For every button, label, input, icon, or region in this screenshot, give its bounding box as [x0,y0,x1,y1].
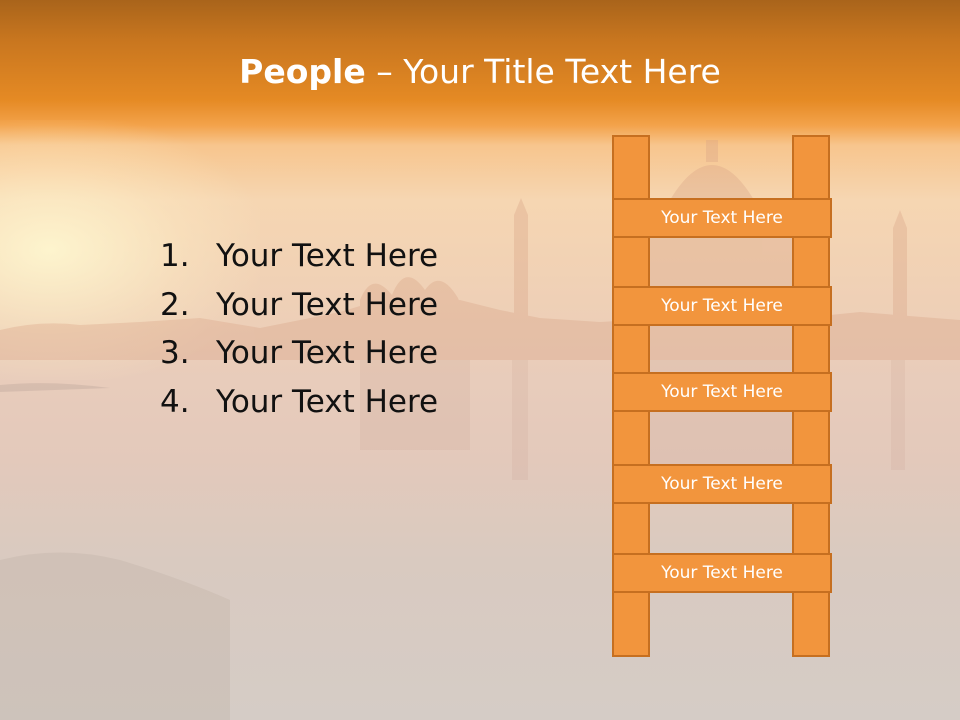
list-text: Your Text Here [216,383,439,420]
sun-glow [0,120,260,380]
list-text: Your Text Here [216,335,439,371]
ladder-step-4: Your Text Here [612,464,832,504]
list-text: Your Text Here [216,238,439,274]
ladder-step-5: Your Text Here [612,553,832,593]
slide-title: People – Your Title Text Here [0,52,960,91]
list-number: 2. [160,286,190,323]
ladder-step-2: Your Text Here [612,286,832,326]
list-item: 4. Your Text Here [160,378,438,427]
list-item: 3. Your Text Here [160,329,438,378]
list-text: Your Text Here [216,286,439,323]
title-bold: People [239,52,366,91]
list-number: 3. [160,335,190,371]
ladder-step-1: Your Text Here [612,198,832,238]
foreground-bank [0,552,230,720]
title-rest: – Your Title Text Here [365,52,721,91]
list-number: 1. [160,238,190,274]
list-item: 1. Your Text Here [160,232,438,281]
list-item: 2. Your Text Here [160,281,438,330]
ladder-step-3: Your Text Here [612,372,832,412]
list-number: 4. [160,383,190,420]
numbered-list: 1. Your Text Here 2. Your Text Here 3. Your… [160,232,438,426]
